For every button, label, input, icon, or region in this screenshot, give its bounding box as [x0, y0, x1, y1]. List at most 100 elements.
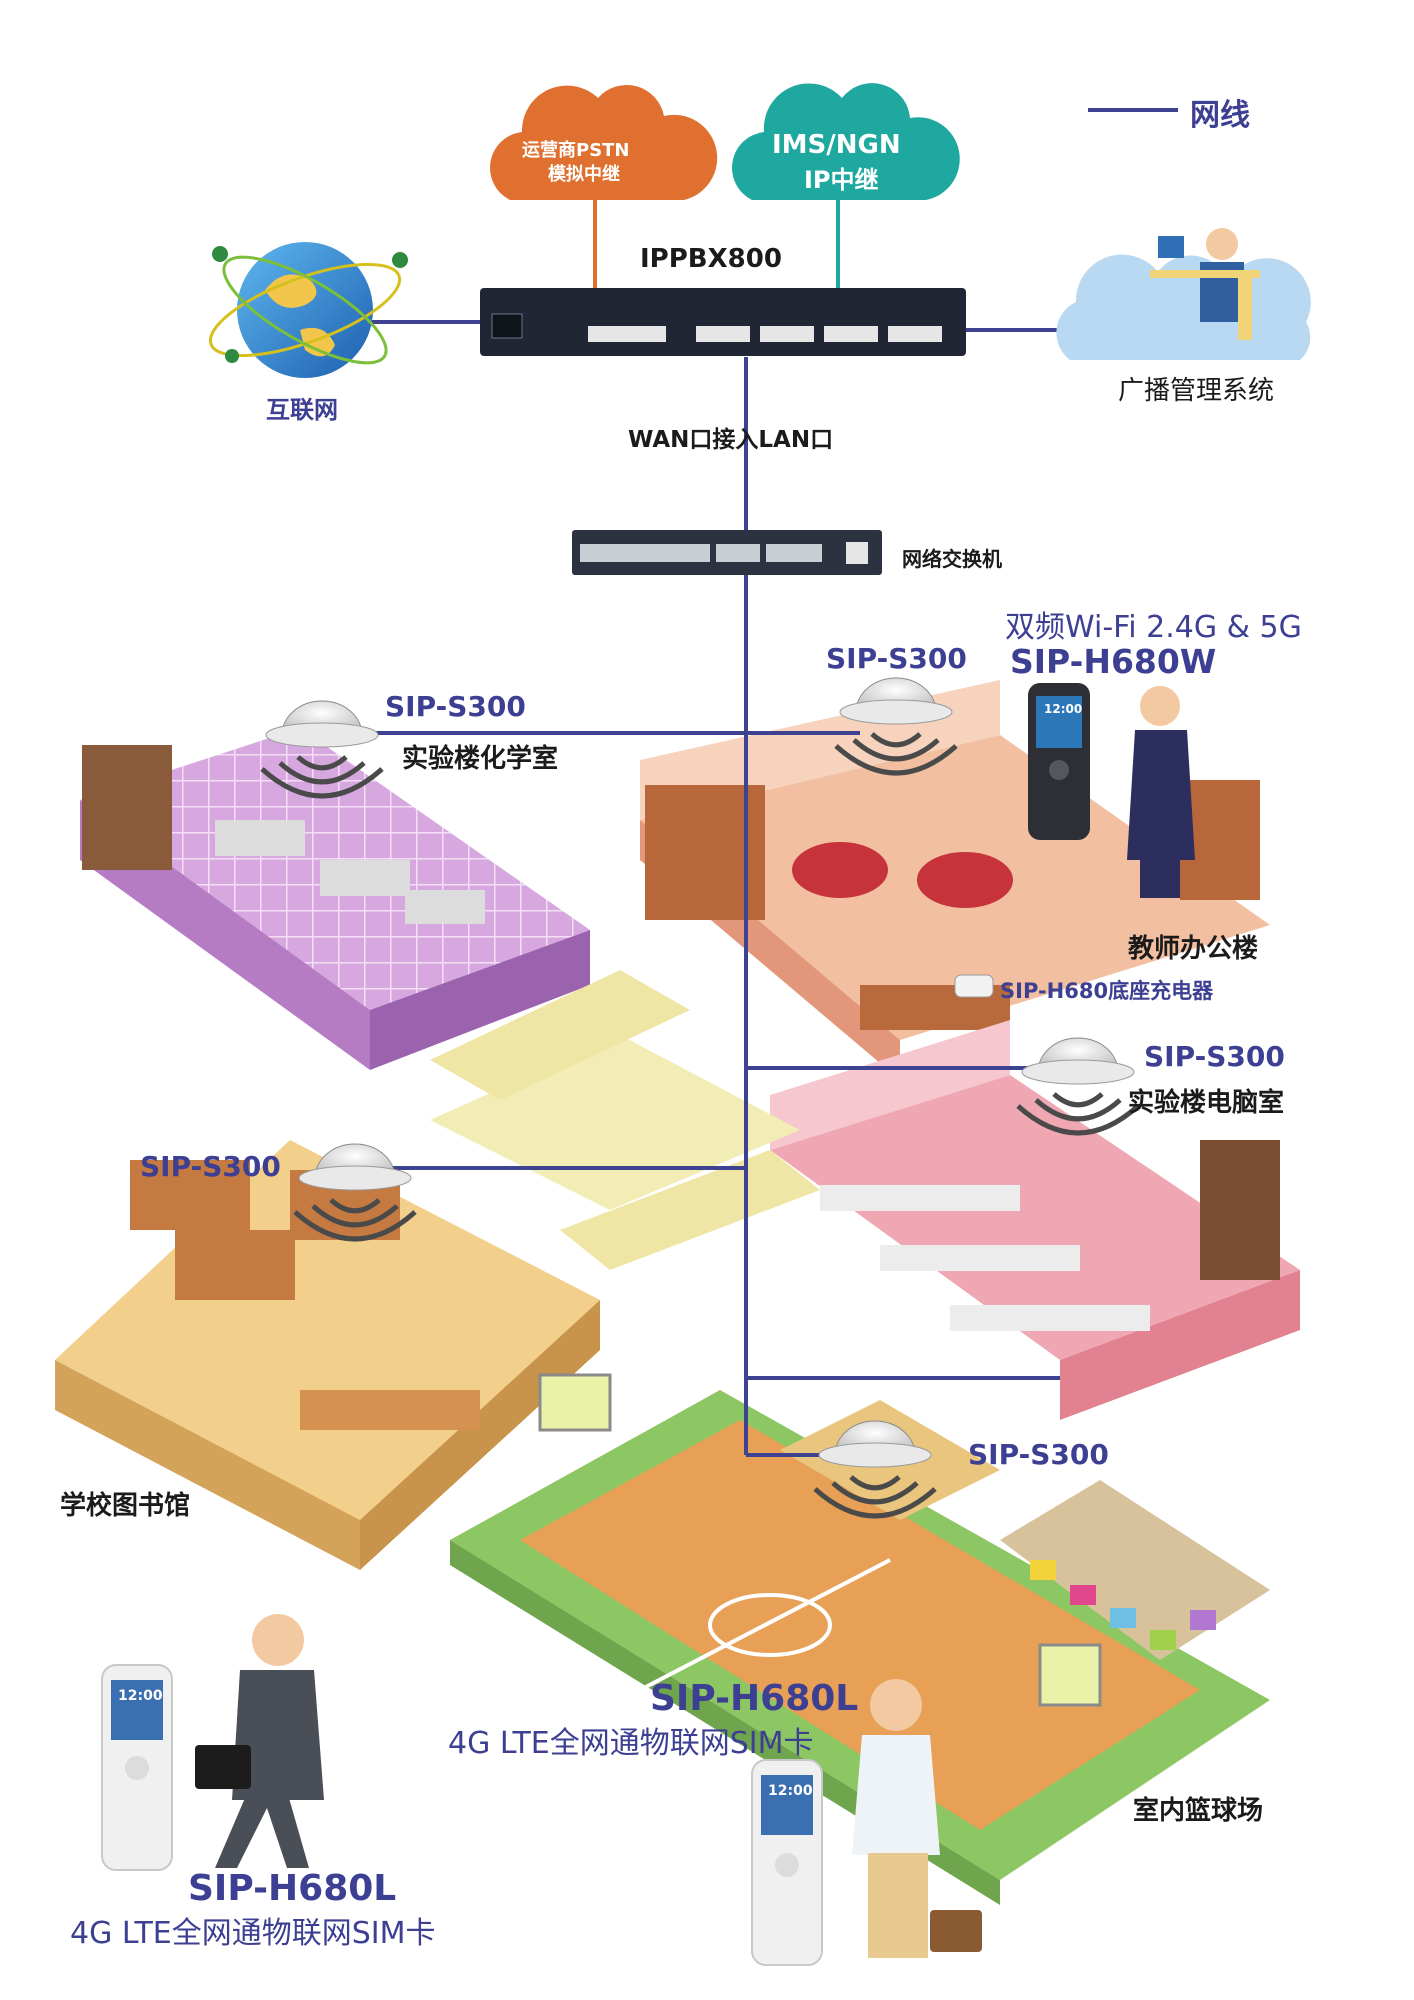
speaker-rim [1021, 1059, 1135, 1085]
computer-room-side [1060, 1270, 1300, 1420]
globe-orbit-1 [208, 262, 402, 358]
pbx-port-block-2 [696, 326, 750, 342]
wifi-waves-icon [852, 738, 940, 762]
cloud-pstn-shape [490, 84, 718, 200]
computer-desk-row-2 [880, 1245, 1080, 1271]
wan-label: WAN口接入LAN口 [628, 427, 834, 453]
wifi-waves-icon [834, 744, 958, 776]
globe-satellite-1 [212, 246, 228, 262]
phone-h680l-left-time: 12:00 [118, 1688, 163, 1704]
ceiling-speaker-icon [260, 677, 1140, 1519]
wifi-waves-icon [260, 767, 384, 799]
speaker-2-model: SIP-S300 [826, 642, 967, 675]
speaker-3-model: SIP-S300 [1144, 1040, 1285, 1073]
stairs-upper [430, 970, 690, 1100]
court-center-circle [708, 1593, 832, 1657]
wifi-waves-icon [1034, 1098, 1122, 1122]
network-wires [350, 108, 1178, 1457]
phone-h680l-center-screen [761, 1775, 813, 1835]
phone-h680l-center-nav [775, 1853, 799, 1877]
ceiling-speaker-2 [834, 677, 958, 776]
chem-whiteboard [82, 745, 172, 870]
wifi-info-label: 双频Wi-Fi 2.4G & 5G [1005, 610, 1302, 645]
ceiling-speaker-5 [813, 1420, 937, 1519]
walker-briefcase [195, 1745, 251, 1789]
wifi-waves-icon [813, 1487, 937, 1519]
pbx-port-block-4 [824, 326, 878, 342]
switch-device-icon [572, 530, 882, 575]
bleacher-seat-4 [1150, 1630, 1176, 1650]
phone-h680w-screen [1036, 696, 1082, 748]
wifi-waves-icon [849, 1475, 901, 1491]
wifi-waves-icon [870, 732, 922, 748]
globe-satellite-3 [225, 349, 239, 363]
operator-chair [1238, 270, 1252, 340]
walker-legs [215, 1798, 309, 1868]
globe-land [265, 274, 335, 357]
operator-head [1206, 228, 1238, 260]
globe-body [237, 242, 373, 378]
switch-ports-1 [580, 544, 710, 562]
walker-head [252, 1614, 304, 1666]
wifi-waves-icon [296, 755, 348, 771]
pbx-port-block-3 [760, 326, 814, 342]
legend-line-label: 网线 [1190, 98, 1250, 133]
operator-desk [1150, 270, 1260, 278]
ceiling-speaker-1 [260, 700, 384, 799]
cloud-ims-shape [732, 83, 960, 200]
h680l-left-desc: 4G LTE全网通物联网SIM卡 [70, 1916, 436, 1951]
stairs-lower [560, 1150, 820, 1270]
pbx-chassis [480, 288, 966, 356]
standing-man-shirt [852, 1735, 940, 1855]
computer-desk-row-3 [950, 1305, 1150, 1331]
standing-man-head [870, 1679, 922, 1731]
bleacher-seat-2 [1070, 1585, 1096, 1605]
computer-room-back-wall [770, 1020, 1010, 1150]
h680l-center-desc: 4G LTE全网通物联网SIM卡 [448, 1726, 814, 1761]
wifi-waves-icon [329, 1198, 381, 1214]
operator-monitor [1158, 236, 1184, 258]
standing-man-bag [930, 1910, 982, 1952]
bleacher-seat-1 [1030, 1560, 1056, 1580]
pbx-port-block-5 [888, 326, 942, 342]
chem-bench-3 [405, 890, 485, 924]
chem-bench-2 [320, 860, 410, 896]
court-hoop-backboard-1 [538, 1373, 612, 1432]
h680l-left-model: SIP-H680L [188, 1868, 397, 1909]
globe-icon [208, 242, 408, 378]
wifi-waves-icon [1052, 1092, 1104, 1108]
globe-orbit-2 [222, 255, 388, 365]
speaker-rim [265, 722, 379, 748]
internet-label: 互联网 [266, 396, 338, 424]
library-label: 学校图书馆 [60, 1491, 191, 1521]
office-sofa-2 [917, 852, 1013, 908]
pbx-power-socket [491, 313, 523, 339]
computer-room-screen [1200, 1140, 1280, 1280]
pstn-cloud-label-1: 运营商PSTN [522, 140, 630, 161]
switch-ports-2 [716, 544, 760, 562]
chem-bench-1 [215, 820, 305, 856]
broadcast-label: 广播管理系统 [1118, 376, 1275, 406]
switch-power [846, 542, 868, 564]
pbx-device-icon [480, 288, 966, 356]
phone-h680l-center-time: 12:00 [768, 1783, 813, 1799]
teacher-office-label: 教师办公楼 [1128, 934, 1259, 964]
computer-desk-row-1 [820, 1185, 1020, 1211]
h680l-center-model: SIP-H680L [650, 1678, 859, 1719]
wifi-waves-icon [311, 1204, 399, 1228]
ceiling-speaker-3 [1016, 1037, 1140, 1136]
library-table [300, 1390, 480, 1430]
pbx-port-block-1 [588, 326, 666, 342]
speaker-rim [839, 699, 953, 725]
wifi-waves-icon [293, 1210, 417, 1242]
court-center-line [639, 1558, 891, 1692]
court-floor [520, 1420, 1200, 1830]
bleacher-seat-5 [1190, 1610, 1216, 1630]
wifi-waves-icon [1016, 1104, 1140, 1136]
ceiling-speaker-4 [293, 1143, 417, 1242]
switch-label: 网络交换机 [902, 547, 1002, 571]
charger-base [954, 974, 994, 998]
bleacher-seat-3 [1110, 1608, 1136, 1628]
